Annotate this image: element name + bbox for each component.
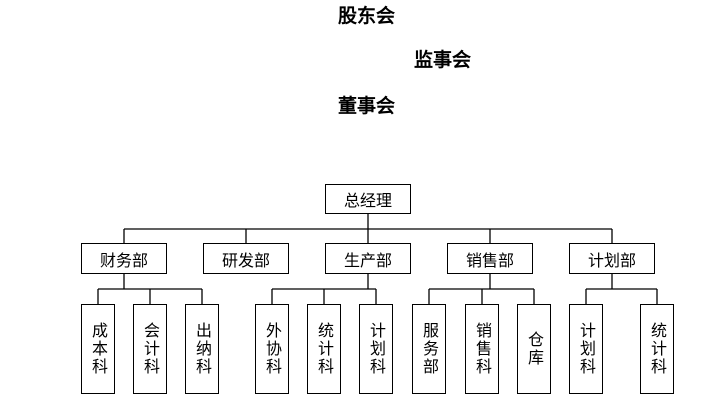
node-label: 计划部 bbox=[587, 250, 636, 270]
node-label: 销售科 bbox=[473, 322, 492, 376]
node-label: 计划科 bbox=[367, 322, 386, 376]
node-label: 成本科 bbox=[89, 322, 108, 376]
node-section: 仓库 bbox=[517, 304, 551, 394]
node-label: 统计科 bbox=[648, 322, 667, 376]
node-label: 出纳科 bbox=[193, 322, 212, 376]
node-section: 会计科 bbox=[133, 304, 167, 394]
node-label: 仓库 bbox=[525, 331, 544, 367]
heading-shareholders: 股东会 bbox=[338, 5, 396, 27]
node-section: 计划科 bbox=[569, 304, 603, 394]
node-department: 研发部 bbox=[203, 243, 289, 274]
node-label: 外协科 bbox=[263, 322, 282, 376]
node-label: 销售部 bbox=[465, 250, 514, 270]
node-label: 会计科 bbox=[141, 322, 160, 376]
node-section: 外协科 bbox=[255, 304, 289, 394]
node-section: 出纳科 bbox=[185, 304, 219, 394]
node-label: 研发部 bbox=[221, 250, 270, 270]
node-label: 总经理 bbox=[343, 191, 392, 210]
node-label: 服务部 bbox=[420, 322, 439, 376]
node-label: 计划科 bbox=[577, 322, 596, 376]
heading-board-of-directors: 董事会 bbox=[338, 95, 396, 117]
node-section: 成本科 bbox=[81, 304, 115, 394]
node-department: 财务部 bbox=[81, 243, 167, 274]
node-section: 计划科 bbox=[359, 304, 393, 394]
node-section: 销售科 bbox=[465, 304, 499, 394]
node-general-manager: 总经理 bbox=[325, 184, 411, 214]
heading-board-of-supervisors: 监事会 bbox=[414, 49, 472, 71]
node-label: 财务部 bbox=[99, 250, 148, 270]
node-section: 统计科 bbox=[640, 304, 674, 394]
node-department: 销售部 bbox=[447, 243, 533, 274]
node-label: 生产部 bbox=[343, 250, 392, 270]
node-section: 服务部 bbox=[412, 304, 446, 394]
node-department: 生产部 bbox=[325, 243, 411, 274]
node-label: 统计科 bbox=[315, 322, 334, 376]
node-section: 统计科 bbox=[307, 304, 341, 394]
node-department: 计划部 bbox=[569, 243, 655, 274]
